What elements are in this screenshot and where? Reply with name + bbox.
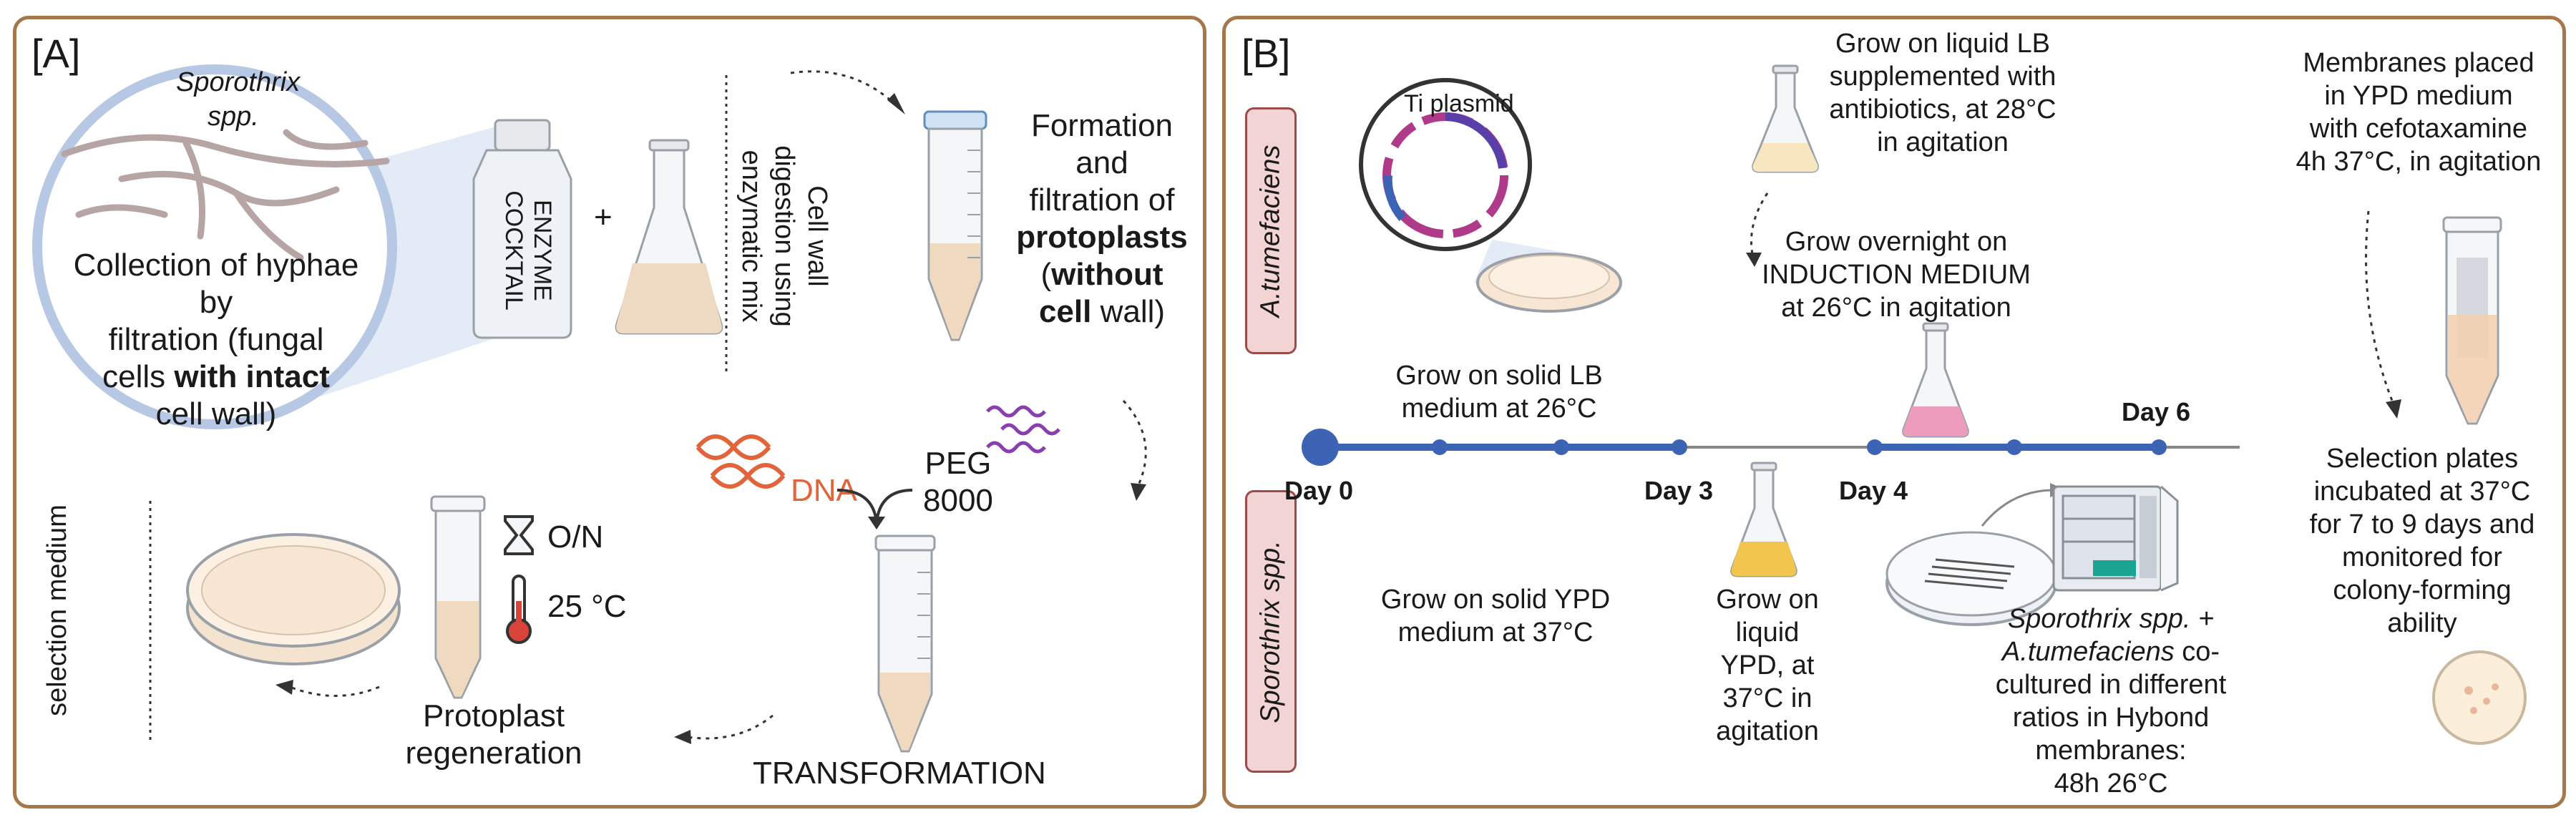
incubator-icon xyxy=(2052,485,2179,592)
panel-b-label: [B] xyxy=(1241,31,1291,76)
culture-tube-icon xyxy=(430,495,486,699)
grow-solid-ypd-text: Grow on solid YPD medium at 37°C xyxy=(1380,585,1611,648)
membranes-text: Membranes placed in YPD medium with cefo… xyxy=(2296,48,2542,177)
grow-liquid-ypd-text: Grow on liquid YPD, at 37°C in agitation xyxy=(1716,585,1819,746)
curved-arrow-icon xyxy=(1122,399,1147,501)
atumefaciens-tag: A.tumefaciens xyxy=(1245,107,1297,354)
hyphae-magnifier xyxy=(32,64,501,429)
panel-b xyxy=(1222,16,2566,809)
falcon-tube-icon xyxy=(923,110,987,341)
overnight-label: O/N xyxy=(547,519,604,555)
regeneration-text: Protoplast regeneration xyxy=(405,698,582,771)
sporothrix-label: Sporothrix xyxy=(176,67,301,97)
curved-arrow-icon xyxy=(674,714,774,744)
curved-arrow-icon xyxy=(2365,210,2401,419)
grow-solid-lb-text: Grow on solid LB medium at 26°C xyxy=(1395,361,1603,424)
curved-arrow-icon xyxy=(790,70,905,114)
temperature-label: 25 °C xyxy=(547,589,627,624)
petri-dish-icon xyxy=(186,533,401,665)
erlenmeyer-flask-icon xyxy=(615,139,723,335)
divider-line xyxy=(149,501,152,744)
plus-sign: + xyxy=(594,200,613,235)
enzyme-cocktail-label: ENZYME COCKTAIL xyxy=(500,190,556,311)
dna-helix-icon xyxy=(696,434,786,489)
day-4-label: Day 4 xyxy=(1839,476,1908,505)
curved-arrow-icon xyxy=(1746,192,1769,267)
grow-lb-liquid-text: Grow on liquid LB supplemented with anti… xyxy=(1829,29,2057,157)
ti-plasmid-magnifier xyxy=(1359,78,1622,313)
colony-plate-icon xyxy=(2432,650,2527,745)
day-3-label: Day 3 xyxy=(1644,476,1714,505)
timeline xyxy=(1302,429,2240,466)
ti-plasmid-label: Ti plasmid xyxy=(1404,90,1514,117)
panel-a-label: [A] xyxy=(31,31,81,76)
transformation-label: TRANSFORMATION xyxy=(753,756,1046,791)
erlenmeyer-flask-icon xyxy=(1902,322,1969,438)
divider-line xyxy=(725,75,728,376)
collection-text: Collection of hyphae by filtration (fung… xyxy=(73,248,359,431)
formation-text: Formation and filtration of protoplasts … xyxy=(1016,108,1188,329)
erlenmeyer-flask-icon xyxy=(1752,64,1819,173)
falcon-tube-icon xyxy=(2442,216,2502,425)
spp-label: spp. xyxy=(208,102,259,132)
merge-arrow-icon xyxy=(836,489,913,529)
day-0-label: Day 0 xyxy=(1284,476,1354,505)
selection-medium-label: selection medium xyxy=(42,504,72,716)
sporothrix-tag: Sporothrix spp. xyxy=(1245,490,1297,773)
curved-arrow-icon xyxy=(275,680,380,697)
falcon-tube-icon xyxy=(874,534,936,753)
erlenmeyer-flask-icon xyxy=(1730,462,1797,577)
digestion-text: Cell wall digestion using enzymatic mix xyxy=(736,145,832,327)
grow-overnight-text: Grow overnight on INDUCTION MEDIUM at 26… xyxy=(1762,227,2031,323)
hourglass-icon xyxy=(504,515,534,555)
thermometer-icon xyxy=(506,575,532,644)
peg-label: PEG 8000 xyxy=(923,446,993,518)
selection-plates-text: Selection plates incubated at 37°C for 7… xyxy=(2309,444,2535,638)
coculture-text: Sporothrix spp. + A.tumefaciens co- cult… xyxy=(1995,604,2227,799)
enzyme-bottle-icon xyxy=(472,119,572,339)
day-6-label: Day 6 xyxy=(2122,397,2191,426)
panel-a xyxy=(13,16,1206,809)
peg-molecule-icon xyxy=(986,405,1060,454)
